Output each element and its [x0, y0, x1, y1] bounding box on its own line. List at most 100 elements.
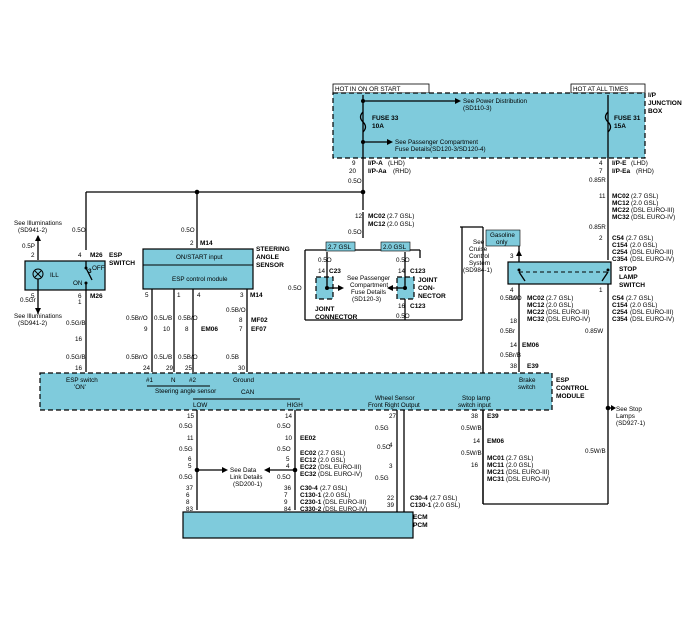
wire-color: 0.5B/O: [178, 354, 198, 361]
junction-box-label: I/P: [648, 92, 657, 99]
wire-color: 0.5W/B: [585, 448, 606, 455]
connector-label: I/P-E: [612, 160, 627, 167]
illum-ref-bot: (SD941-2): [18, 320, 47, 327]
connector-label: EC22: [300, 464, 317, 471]
pin-label: 8: [185, 326, 189, 333]
splice-dot: [361, 99, 365, 103]
pin-label: 14: [510, 342, 518, 349]
wire-color: 0.5B/O: [226, 307, 246, 314]
pin-label: 2: [190, 240, 194, 247]
arrow-icon: [387, 285, 393, 291]
can-text: CAN: [241, 389, 255, 396]
esp-module-label: ESP: [556, 377, 570, 384]
wire-color: 0.5O: [396, 313, 410, 320]
cruise-ref: See: [473, 239, 485, 246]
switch-blade: [601, 271, 609, 282]
pin-label: 1: [599, 287, 603, 294]
cruise-ref: Control: [469, 253, 489, 260]
pin-label: 6: [78, 293, 82, 300]
wire-color: 0.85R: [589, 177, 606, 184]
pin-label: 24: [143, 365, 151, 372]
pin-label: 8: [239, 317, 243, 324]
connector-note: (2.0 GSL): [630, 242, 657, 249]
connector-note: (DSL EURO-III): [630, 309, 674, 316]
connector-label: MC32: [527, 316, 545, 323]
joint-see-ref: See Passenger: [347, 275, 390, 282]
fuse-33-label: FUSE 33: [372, 115, 399, 122]
pin-label: 7: [239, 326, 243, 333]
connector-note: (DSL EURO-III): [546, 309, 590, 316]
connector-note: (DSL EURO-IV): [630, 316, 674, 323]
pin-label: 2: [31, 252, 35, 259]
pin-label: 2: [599, 235, 603, 242]
wire-color: 0.5Br: [500, 328, 515, 335]
pin-label: 11: [599, 193, 606, 200]
connector-note: (DSL EURO-IV): [318, 471, 362, 478]
gasoline-only-text: only: [496, 239, 508, 246]
arrow-icon: [338, 285, 344, 291]
connector-note: (LHD): [631, 160, 648, 167]
switch-blade: [85, 267, 93, 281]
connector-note: (DSL EURO-IV): [631, 214, 675, 221]
splice-dot: [605, 405, 611, 411]
stop-lamps-ref: Lamps: [616, 413, 635, 420]
fuse-33-icon: [359, 111, 367, 133]
connector-label: C230-1: [300, 499, 322, 506]
esp-control-module: [39, 372, 553, 411]
steering-sensor-label: SENSOR: [256, 262, 284, 269]
pin-label: 8: [186, 499, 190, 506]
wire-color: 0.5G: [179, 446, 193, 453]
connector-note: (2.0 GSL): [546, 302, 573, 309]
on-start-input-text: ON/START input: [176, 254, 223, 261]
connector-note: (2.0 GSL): [323, 492, 350, 499]
wire-color: 0.5G/B: [66, 320, 86, 327]
connector-note: (DSL EURO-III): [506, 469, 550, 476]
splice-dot: [403, 286, 407, 290]
connector-label: MC32: [612, 214, 630, 221]
pin-label: 9: [352, 160, 356, 167]
stop-lamp-switch-label: LAMP: [619, 274, 638, 281]
power-distribution-ref: (SD110-3): [463, 105, 492, 112]
junction-box: [332, 92, 646, 159]
tag-27-gsl-text: 2.7 GSL: [328, 244, 352, 251]
wire-color: 0.85R: [589, 224, 606, 231]
stop-lamp-switch-label: STOP: [619, 266, 637, 273]
tag-27-gsl: [325, 241, 356, 252]
cruise-ref: Cruise: [469, 246, 488, 253]
pin-label: 14: [285, 413, 293, 420]
wire-color: 0.5G: [375, 475, 389, 482]
ground-text: Ground: [233, 377, 255, 384]
connector-note: (2.7 GSL): [626, 235, 653, 242]
connector-label: C123: [410, 303, 426, 310]
connector-note: (2.7 GSL): [631, 193, 658, 200]
pin-label: 9: [144, 326, 148, 333]
joint-see-ref: Fuse Details: [351, 289, 386, 296]
connector-note: (2.7 GSL): [430, 495, 457, 502]
pin-label: 4: [78, 252, 82, 259]
tag-20-gsl: [380, 241, 411, 252]
pin-label: 16: [75, 365, 83, 372]
wire-color: 0.5W/B: [461, 425, 482, 432]
connector-note: (2.0 GSL): [433, 502, 460, 509]
connector-label: MC12: [612, 200, 630, 207]
connector-note: (RHD): [393, 168, 411, 175]
illumination-lamp-icon: [34, 270, 42, 278]
connector-label: M14: [200, 240, 213, 247]
wire-color: 0.5W/B: [461, 450, 482, 457]
connector-label: EM06: [201, 326, 218, 333]
data-link-ref: Link Details: [230, 474, 263, 481]
connector-label: EC02: [300, 450, 317, 457]
pin-label: 14: [473, 438, 481, 445]
illum-ref-top: See Illuminations: [14, 220, 62, 227]
pin-label: 27: [389, 413, 397, 420]
wire-color: 0.5O: [377, 444, 391, 451]
pin-label: 11: [187, 435, 194, 442]
pin-label: 4: [286, 463, 290, 470]
pin-label: 16: [471, 462, 479, 469]
joint-see-ref: Compartment: [350, 282, 388, 289]
wire-color: 0.5O: [396, 257, 410, 264]
connector-note: (2.7 GSL): [387, 213, 414, 220]
connector-note: (2.0 GSL): [631, 200, 658, 207]
connector-label: I/P-Ea: [612, 168, 630, 175]
